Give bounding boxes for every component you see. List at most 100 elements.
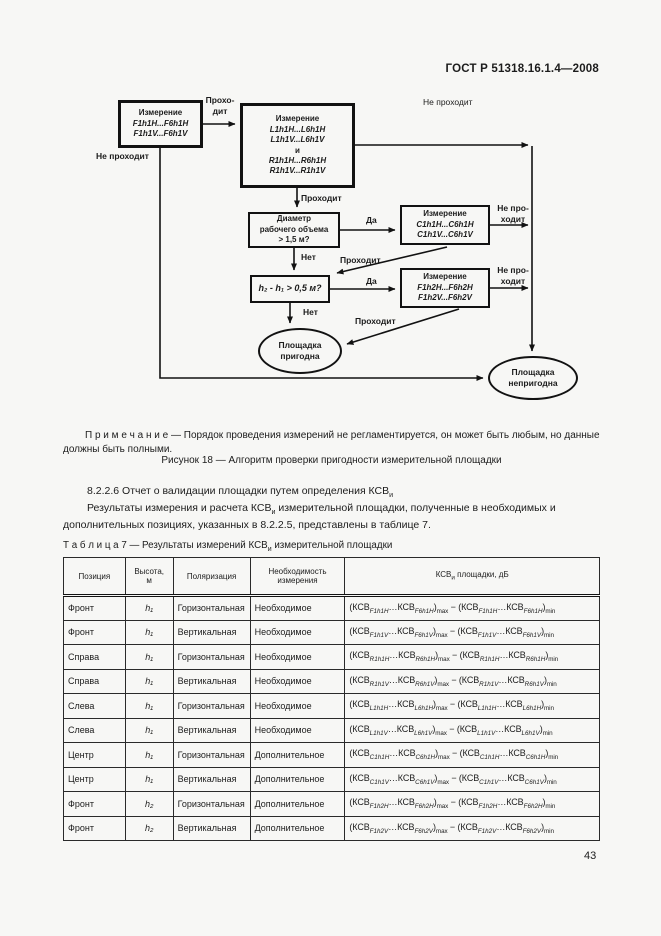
cell-position: Фронт: [63, 791, 126, 817]
cell-necessity: Необходимое: [249, 619, 346, 645]
note-text: Порядок проведения измерений не регламен…: [63, 430, 600, 455]
cell-formula: (КСВR1h1V…КСВR6h1V)max − (КСВR1h1V…КСВR6…: [344, 668, 600, 694]
line: L1h1H...L6h1H: [269, 124, 326, 134]
cell-formula: (КСВL1h1V…КСВL6h1V)max − (КСВL1h1V…КСВL6…: [344, 717, 600, 743]
line: непригодна: [508, 378, 558, 388]
line: F1h2H...F6h2H: [417, 282, 473, 292]
line: C1h1V...C6h1V: [417, 230, 473, 240]
line: R1h1V...R1h1V: [269, 166, 326, 176]
cell-formula: (КСВL1h1H…КСВL6h1H)max − (КСВL1h1H…КСВL6…: [344, 693, 600, 719]
cell-formula: (КСВF1h1V…КСВF6h1V)max − (КСВF1h1V…КСВF6…: [344, 619, 600, 645]
cell-polarization: Горизонтальная: [172, 742, 251, 768]
cell-formula: (КСВF1h2V…КСВF6h2V)max − (КСВF1h2V…КСВF6…: [344, 815, 600, 841]
line: ходит: [500, 275, 526, 286]
cell-formula: (КСВR1h1H…КСВR6h1H)max − (КСВR1h1H…КСВR6…: [344, 644, 600, 670]
line: Измерение: [423, 272, 467, 282]
line: > 1,5 м?: [278, 235, 310, 245]
line: Измерение: [138, 108, 183, 118]
cell-position: Центр: [63, 742, 126, 768]
label-no-2: Нет: [303, 307, 318, 317]
cell-position: Фронт: [63, 595, 126, 621]
table-title: Т а б л и ц а 7 — Результаты измерений К…: [63, 540, 393, 553]
cell-position: Справа: [63, 644, 126, 670]
cell-necessity: Необходимое: [249, 595, 346, 621]
cell-polarization: Вертикальная: [172, 717, 251, 743]
cell-height: h₁: [124, 717, 174, 743]
line: Не про-: [497, 265, 529, 275]
cell-necessity: Дополнительное: [249, 791, 346, 817]
cell-height: h₂: [124, 791, 174, 817]
cell-polarization: Вертикальная: [172, 766, 251, 792]
table-header-row: Позиция Высота,м Поляризация Необходимос…: [63, 557, 600, 597]
col-header-polarization: Поляризация: [172, 557, 251, 597]
line: Измерение: [423, 209, 467, 219]
cell-necessity: Необходимое: [249, 693, 346, 719]
line: дит: [212, 105, 228, 116]
cell-necessity: Дополнительное: [249, 742, 346, 768]
line: Диаметр: [276, 214, 312, 224]
col-header-position: Позиция: [63, 557, 126, 597]
cell-height: h₁: [124, 693, 174, 719]
line: Площадка: [511, 367, 555, 378]
note-label: П р и м е ч а н и е —: [85, 430, 184, 441]
label-not-pass-right-2: Не про-ходит: [492, 265, 534, 286]
cell-height: h₂: [124, 815, 174, 841]
cell-formula: (КСВF1h1H…КСВF6h1H)max − (КСВF1h1H…КСВF6…: [344, 595, 600, 621]
cell-polarization: Горизонтальная: [172, 693, 251, 719]
label-yes-1: Да: [366, 215, 377, 225]
line: F1h2V...F6h2V: [418, 293, 472, 303]
cell-polarization: Вертикальная: [172, 815, 251, 841]
page-number: 43: [584, 850, 597, 862]
section-paragraph: Результаты измерения и расчета КСВи изме…: [63, 502, 556, 532]
label-pass-2: Проходит: [340, 255, 381, 265]
label-yes-2: Да: [366, 276, 377, 286]
line: Площадка: [278, 340, 322, 351]
flowchart-connectors: [159, 121, 535, 381]
line: рабочего объема: [259, 224, 329, 234]
cell-necessity: Дополнительное: [249, 766, 346, 792]
decision-box-height: h₂ - h₁ > 0,5 м?: [250, 275, 330, 303]
label-no-1: Нет: [301, 252, 316, 262]
cell-polarization: Вертикальная: [172, 668, 251, 694]
cell-formula: (КСВC1h1V…КСВC6h1V)max − (КСВC1h1V…КСВC6…: [344, 766, 600, 792]
cell-necessity: Необходимое: [249, 717, 346, 743]
line: пригодна: [280, 351, 320, 361]
col-header-ksv: КСВи площадки, дБ: [344, 557, 600, 597]
section-8226: 8.2.2.6 Отчет о валидации площадки путем…: [63, 484, 600, 533]
line: L1h1V...L6h1V: [270, 135, 325, 145]
cell-height: h₁: [124, 644, 174, 670]
line: Не про-: [497, 203, 529, 213]
figure-caption: Рисунок 18 — Алгоритм проверки пригоднос…: [161, 455, 502, 466]
line: ходит: [500, 213, 526, 224]
cell-position: Слева: [63, 693, 126, 719]
line: F1h1H...F6h1H: [132, 118, 189, 128]
results-table: Позиция Высота,м Поляризация Необходимос…: [63, 557, 600, 841]
cell-position: Слева: [63, 717, 126, 743]
cell-position: Фронт: [63, 619, 126, 645]
cell-polarization: Горизонтальная: [172, 791, 251, 817]
label-not-pass-right-1: Не про-ходит: [492, 203, 534, 224]
line: Прохо-: [205, 95, 235, 105]
line: R1h1H...R6h1H: [268, 155, 327, 165]
cell-position: Фронт: [63, 815, 126, 841]
cell-necessity: Дополнительное: [249, 815, 346, 841]
cell-position: Справа: [63, 668, 126, 694]
line: Измерение: [275, 114, 320, 124]
label-not-pass-left: Не проходит: [96, 151, 149, 161]
line: F1h1V...F6h1V: [133, 129, 188, 139]
cell-height: h₁: [124, 742, 174, 768]
